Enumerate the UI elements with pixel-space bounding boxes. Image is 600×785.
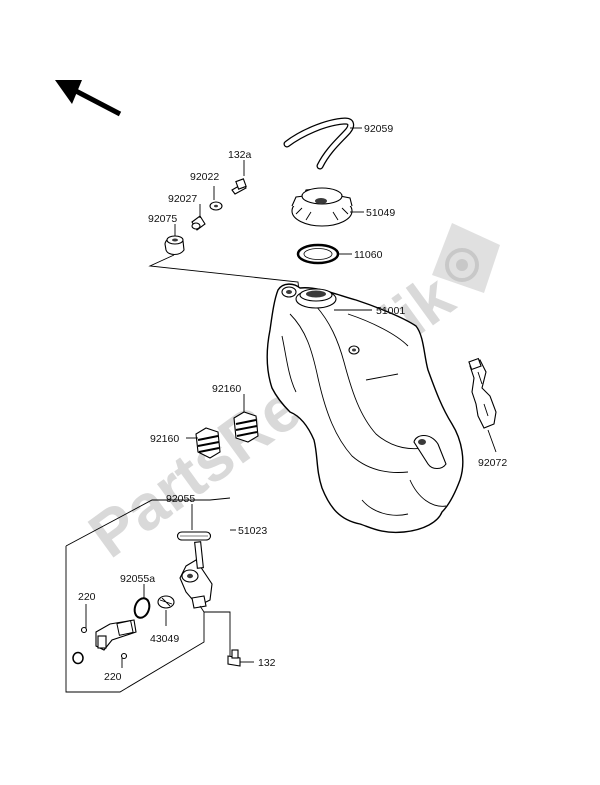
front-direction-arrow-icon	[55, 80, 122, 117]
callout-43049: 43049	[150, 633, 179, 645]
callout-132a: 132a	[228, 149, 252, 161]
tank-damper-lower[interactable]	[195, 427, 221, 459]
callout-220-upper: 220	[78, 591, 96, 603]
callout-92055a: 92055a	[120, 573, 155, 585]
callout-labels: 92059 132a 92022 92027 92075 51049 11060…	[78, 123, 507, 683]
callout-220-lower: 220	[104, 671, 122, 683]
tap-bolt[interactable]	[227, 649, 241, 667]
callout-92055: 92055	[166, 493, 195, 505]
callout-51023: 51023	[238, 525, 267, 537]
tank-damper-upper[interactable]	[233, 411, 259, 443]
fuel-cap[interactable]	[291, 187, 353, 227]
callout-132: 132	[258, 657, 276, 669]
callout-11060: 11060	[354, 249, 383, 261]
screw-upper[interactable]	[80, 626, 88, 634]
small-o-ring[interactable]	[72, 651, 84, 665]
leader-lines	[85, 127, 497, 668]
callout-92072: 92072	[478, 457, 507, 469]
callout-92059: 92059	[364, 123, 393, 135]
tap-o-ring[interactable]	[132, 596, 151, 619]
fuel-tap-frame	[65, 497, 231, 693]
callout-51001: 51001	[376, 305, 405, 317]
cap-gasket[interactable]	[296, 243, 340, 265]
screw-lower[interactable]	[120, 652, 128, 660]
fuel-tank[interactable]	[266, 283, 464, 534]
fuel-tap[interactable]	[179, 541, 213, 609]
tank-strap[interactable]	[468, 357, 497, 429]
tap-mount-plate[interactable]	[95, 619, 137, 651]
callout-92022: 92022	[190, 171, 219, 183]
breather-hose[interactable]	[283, 117, 355, 170]
tap-gasket[interactable]	[157, 595, 175, 609]
fuel-filter[interactable]	[176, 531, 212, 541]
callout-51049: 51049	[366, 207, 395, 219]
gear-icon	[432, 223, 500, 293]
callout-92160-lower: 92160	[150, 433, 179, 445]
callout-92075: 92075	[148, 213, 177, 225]
callout-92160-upper: 92160	[212, 383, 241, 395]
callout-92027: 92027	[168, 193, 197, 205]
vent-fitting-parts[interactable]	[164, 178, 247, 256]
